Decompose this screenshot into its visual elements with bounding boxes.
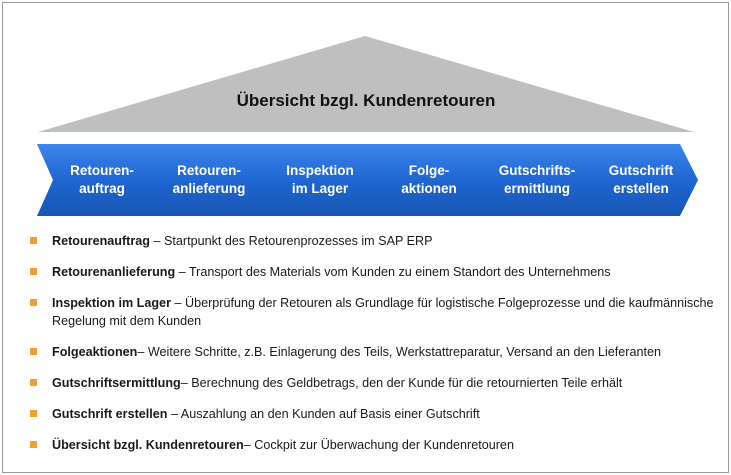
bullet-square-icon [30, 348, 37, 355]
list-item: Übersicht bzgl. Kundenretouren– Cockpit … [30, 436, 720, 454]
step-chevron-2: Retouren- anlieferung [144, 144, 270, 216]
step-chevron-4: Folge- aktionen [366, 144, 488, 216]
bullet-square-icon [30, 441, 37, 448]
process-diagram: Übersicht bzgl. Kundenretouren Retouren-… [37, 36, 698, 216]
list-item-text: – Cockpit zur Überwachung der Kundenreto… [243, 438, 514, 452]
list-item-text: – Berechnung des Geldbetrags, den der Ku… [180, 376, 623, 390]
step-5-line2: ermittlung [504, 181, 570, 196]
bullet-square-icon [30, 379, 37, 386]
step-chevron-6: Gutschrift erstellen [580, 144, 698, 216]
list-item: Folgeaktionen– Weitere Schritte, z.B. Ei… [30, 343, 720, 361]
description-list: Retourenauftrag – Startpunkt des Retoure… [30, 232, 720, 467]
step-2-line2: anlieferung [173, 181, 246, 196]
bullet-square-icon [30, 268, 37, 275]
list-item: Gutschriftsermittlung– Berechnung des Ge… [30, 374, 720, 392]
bullet-square-icon [30, 410, 37, 417]
list-item: Retourenauftrag – Startpunkt des Retoure… [30, 232, 720, 250]
list-item-text: – Transport des Materials vom Kunden zu … [175, 265, 611, 279]
step-chevron-3: Inspektion im Lager [251, 144, 385, 216]
list-item-text: – Auszahlung an den Kunden auf Basis ein… [167, 407, 480, 421]
step-4-line1: Folge- [409, 163, 450, 178]
step-4-line2: aktionen [401, 181, 457, 196]
list-item-text: – Weitere Schritte, z.B. Einlagerung des… [137, 345, 662, 359]
roof-title: Übersicht bzgl. Kundenretouren [237, 91, 496, 110]
list-item-text: – Überprüfung der Retouren als Grundlage… [52, 296, 714, 328]
step-chevron-1: Retouren- auftrag [37, 144, 163, 216]
bullet-square-icon [30, 237, 37, 244]
list-item-term: Retourenauftrag [52, 234, 150, 248]
step-6-line2: erstellen [613, 181, 669, 196]
step-2-line1: Retouren- [177, 163, 241, 178]
step-1-line1: Retouren- [70, 163, 134, 178]
step-6-line1: Gutschrift [609, 163, 674, 178]
list-item-term: Gutschriftsermittlung [52, 376, 181, 390]
step-5-line1: Gutschrifts- [499, 163, 576, 178]
step-3-line2: im Lager [292, 181, 349, 196]
list-item: Retourenanlieferung – Transport des Mate… [30, 263, 720, 281]
step-1-line2: auftrag [79, 181, 125, 196]
list-item-term: Folgeaktionen [52, 345, 138, 359]
list-item-term: Retourenanlieferung [52, 265, 176, 279]
list-item-text: – Startpunkt des Retourenprozesses im SA… [149, 234, 433, 248]
list-item: Gutschrift erstellen – Auszahlung an den… [30, 405, 720, 423]
list-item-term: Gutschrift erstellen [52, 407, 168, 421]
step-3-line1: Inspektion [286, 163, 354, 178]
list-item-term: Übersicht bzgl. Kundenretouren [52, 438, 244, 452]
list-item: Inspektion im Lager – Überprüfung der Re… [30, 294, 720, 330]
roof-shape [38, 36, 694, 132]
bullet-square-icon [30, 299, 37, 306]
list-item-term: Inspektion im Lager [52, 296, 171, 310]
step-chevron-5: Gutschrifts- ermittlung [469, 144, 599, 216]
